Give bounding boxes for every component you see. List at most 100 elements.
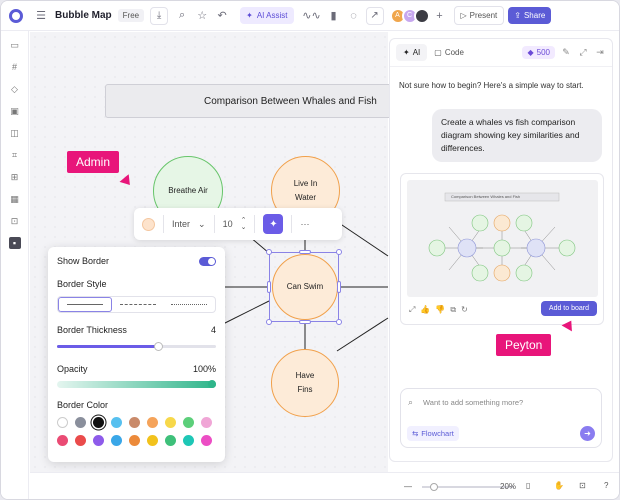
diagram-preview[interactable]: Comparison Between Whales and Fish [407, 180, 598, 297]
color-swatch[interactable] [183, 435, 194, 446]
resize-handle[interactable] [337, 281, 341, 293]
template-icon[interactable]: ⊡ [10, 215, 19, 226]
color-swatch[interactable] [147, 435, 158, 446]
table-icon[interactable]: ▦ [10, 193, 19, 204]
color-swatch[interactable] [57, 417, 68, 428]
expand-icon[interactable]: ⤢ [409, 305, 416, 314]
color-swatch[interactable] [147, 417, 158, 428]
sticky-note-icon[interactable]: ◫ [10, 127, 19, 138]
zoom-out-icon[interactable]: — [404, 482, 412, 491]
credits-badge[interactable]: ◆ 500 [522, 46, 555, 59]
share-label: Share [523, 11, 546, 20]
collaborators[interactable]: A C [389, 7, 430, 24]
stepper-icon[interactable]: ⌃⌄ [240, 217, 247, 231]
ai-intro-text: Not sure how to begin? Here's a simple w… [399, 81, 584, 90]
node-label: Breathe Air [168, 186, 208, 195]
resize-handle[interactable] [266, 319, 272, 325]
color-swatch[interactable] [75, 417, 86, 428]
layout-icon[interactable]: ▭ [10, 39, 19, 50]
color-swatch[interactable] [129, 417, 140, 428]
expand-icon[interactable]: ⤢ [579, 47, 587, 57]
color-swatch[interactable] [183, 417, 194, 428]
ai-assist-button[interactable]: ✦ AI Assist [240, 7, 294, 24]
resize-handle[interactable] [267, 281, 271, 293]
sparkle-icon: ✦ [246, 11, 253, 20]
opacity-slider[interactable] [57, 380, 216, 388]
fit-screen-icon[interactable]: ⊡ [579, 481, 586, 490]
refresh-icon[interactable]: ↻ [461, 305, 468, 314]
thumbs-up-icon[interactable]: 👍 [420, 305, 431, 314]
thumbs-down-icon[interactable]: 👎 [435, 305, 446, 314]
border-style-dashed[interactable] [112, 297, 164, 312]
color-swatch[interactable] [93, 435, 104, 446]
border-style-dotted[interactable] [163, 297, 215, 312]
node-can-swim[interactable]: Can Swim [272, 254, 338, 320]
edit-icon[interactable]: ✎ [562, 47, 570, 57]
search-icon[interactable]: ⌕ [179, 9, 186, 21]
color-swatch[interactable] [165, 435, 176, 446]
slider-knob[interactable] [154, 342, 163, 351]
hamburger-icon[interactable]: ☰ [36, 10, 46, 22]
font-size-value[interactable]: 10 [222, 219, 233, 229]
collapse-panel-icon[interactable]: ⇥ [596, 47, 604, 57]
star-icon[interactable]: ☆ [197, 10, 208, 22]
border-style-solid[interactable] [58, 297, 112, 312]
map-icon[interactable]: ▯ [526, 481, 531, 490]
diagram-title[interactable]: Comparison Between Whales and Fish [105, 84, 405, 118]
zoom-level[interactable]: 20% [500, 482, 517, 491]
mindmap-icon[interactable]: ⊞ [10, 171, 19, 182]
chart-icon[interactable]: ▮ [330, 10, 337, 22]
color-swatch[interactable] [111, 417, 122, 428]
ai-prompt-input[interactable]: ⌕ Want to add something more? ⇆ Flowchar… [400, 388, 602, 448]
slider-knob[interactable] [208, 380, 216, 388]
plugin-icon[interactable]: ▪ [8, 237, 21, 249]
show-border-toggle[interactable] [199, 256, 216, 266]
node-have-fins[interactable]: Have Fins [271, 349, 339, 417]
add-collaborator-icon[interactable]: + [436, 9, 443, 22]
image-icon[interactable]: ▣ [10, 105, 19, 116]
copy-icon[interactable]: ⧉ [450, 305, 457, 314]
handwriting-icon[interactable]: ∿∿ [302, 10, 321, 22]
avatar-photo[interactable] [413, 7, 430, 24]
color-swatch[interactable] [201, 417, 212, 428]
color-swatch[interactable] [57, 435, 68, 446]
add-to-board-button[interactable]: Add to board [540, 301, 597, 316]
present-button[interactable]: ▷ Present [453, 6, 505, 25]
share-button[interactable]: ⇪ Share [508, 7, 552, 24]
help-icon[interactable]: ? [604, 481, 609, 490]
color-swatch[interactable] [93, 417, 104, 428]
comment-icon[interactable]: ◌ [350, 9, 357, 22]
undo-icon[interactable]: ↶ [217, 10, 227, 22]
app-logo[interactable] [9, 8, 23, 23]
color-swatch[interactable] [129, 435, 140, 446]
color-swatch[interactable] [201, 435, 212, 446]
fill-color-swatch[interactable] [142, 217, 155, 231]
flowchart-chip[interactable]: ⇆ Flowchart [407, 426, 459, 441]
zoom-knob[interactable] [430, 483, 438, 491]
hand-tool-icon[interactable]: ✋ [554, 481, 564, 490]
send-button[interactable]: ➜ [580, 426, 595, 441]
zoom-slider[interactable] [422, 483, 514, 491]
resize-handle[interactable] [299, 320, 311, 324]
frame-icon[interactable]: ⌗ [11, 149, 18, 160]
resize-handle[interactable] [336, 319, 342, 325]
color-swatch[interactable] [111, 435, 122, 446]
divider [163, 215, 164, 233]
shapes-icon[interactable]: ◇ [11, 83, 18, 94]
tab-ai[interactable]: ✦ AI [396, 44, 428, 61]
magic-sparkle-button[interactable]: ✦ [263, 214, 284, 234]
border-thickness-slider[interactable] [57, 342, 216, 351]
connector-icon[interactable]: ↗ [365, 6, 384, 25]
color-swatch[interactable] [165, 417, 176, 428]
download-icon[interactable]: ⤓ [150, 6, 169, 25]
color-swatch[interactable] [75, 435, 86, 446]
chevron-down-icon[interactable]: ⌄ [198, 218, 206, 229]
grid-icon[interactable]: # [11, 62, 17, 72]
document-title[interactable]: Bubble Map [55, 10, 112, 21]
resize-handle[interactable] [266, 249, 272, 255]
resize-handle[interactable] [336, 249, 342, 255]
more-options-button[interactable]: ··· [300, 219, 310, 229]
resize-handle[interactable] [299, 250, 311, 254]
font-select[interactable]: Inter [172, 219, 191, 229]
tab-code[interactable]: ▢ Code [427, 44, 471, 61]
